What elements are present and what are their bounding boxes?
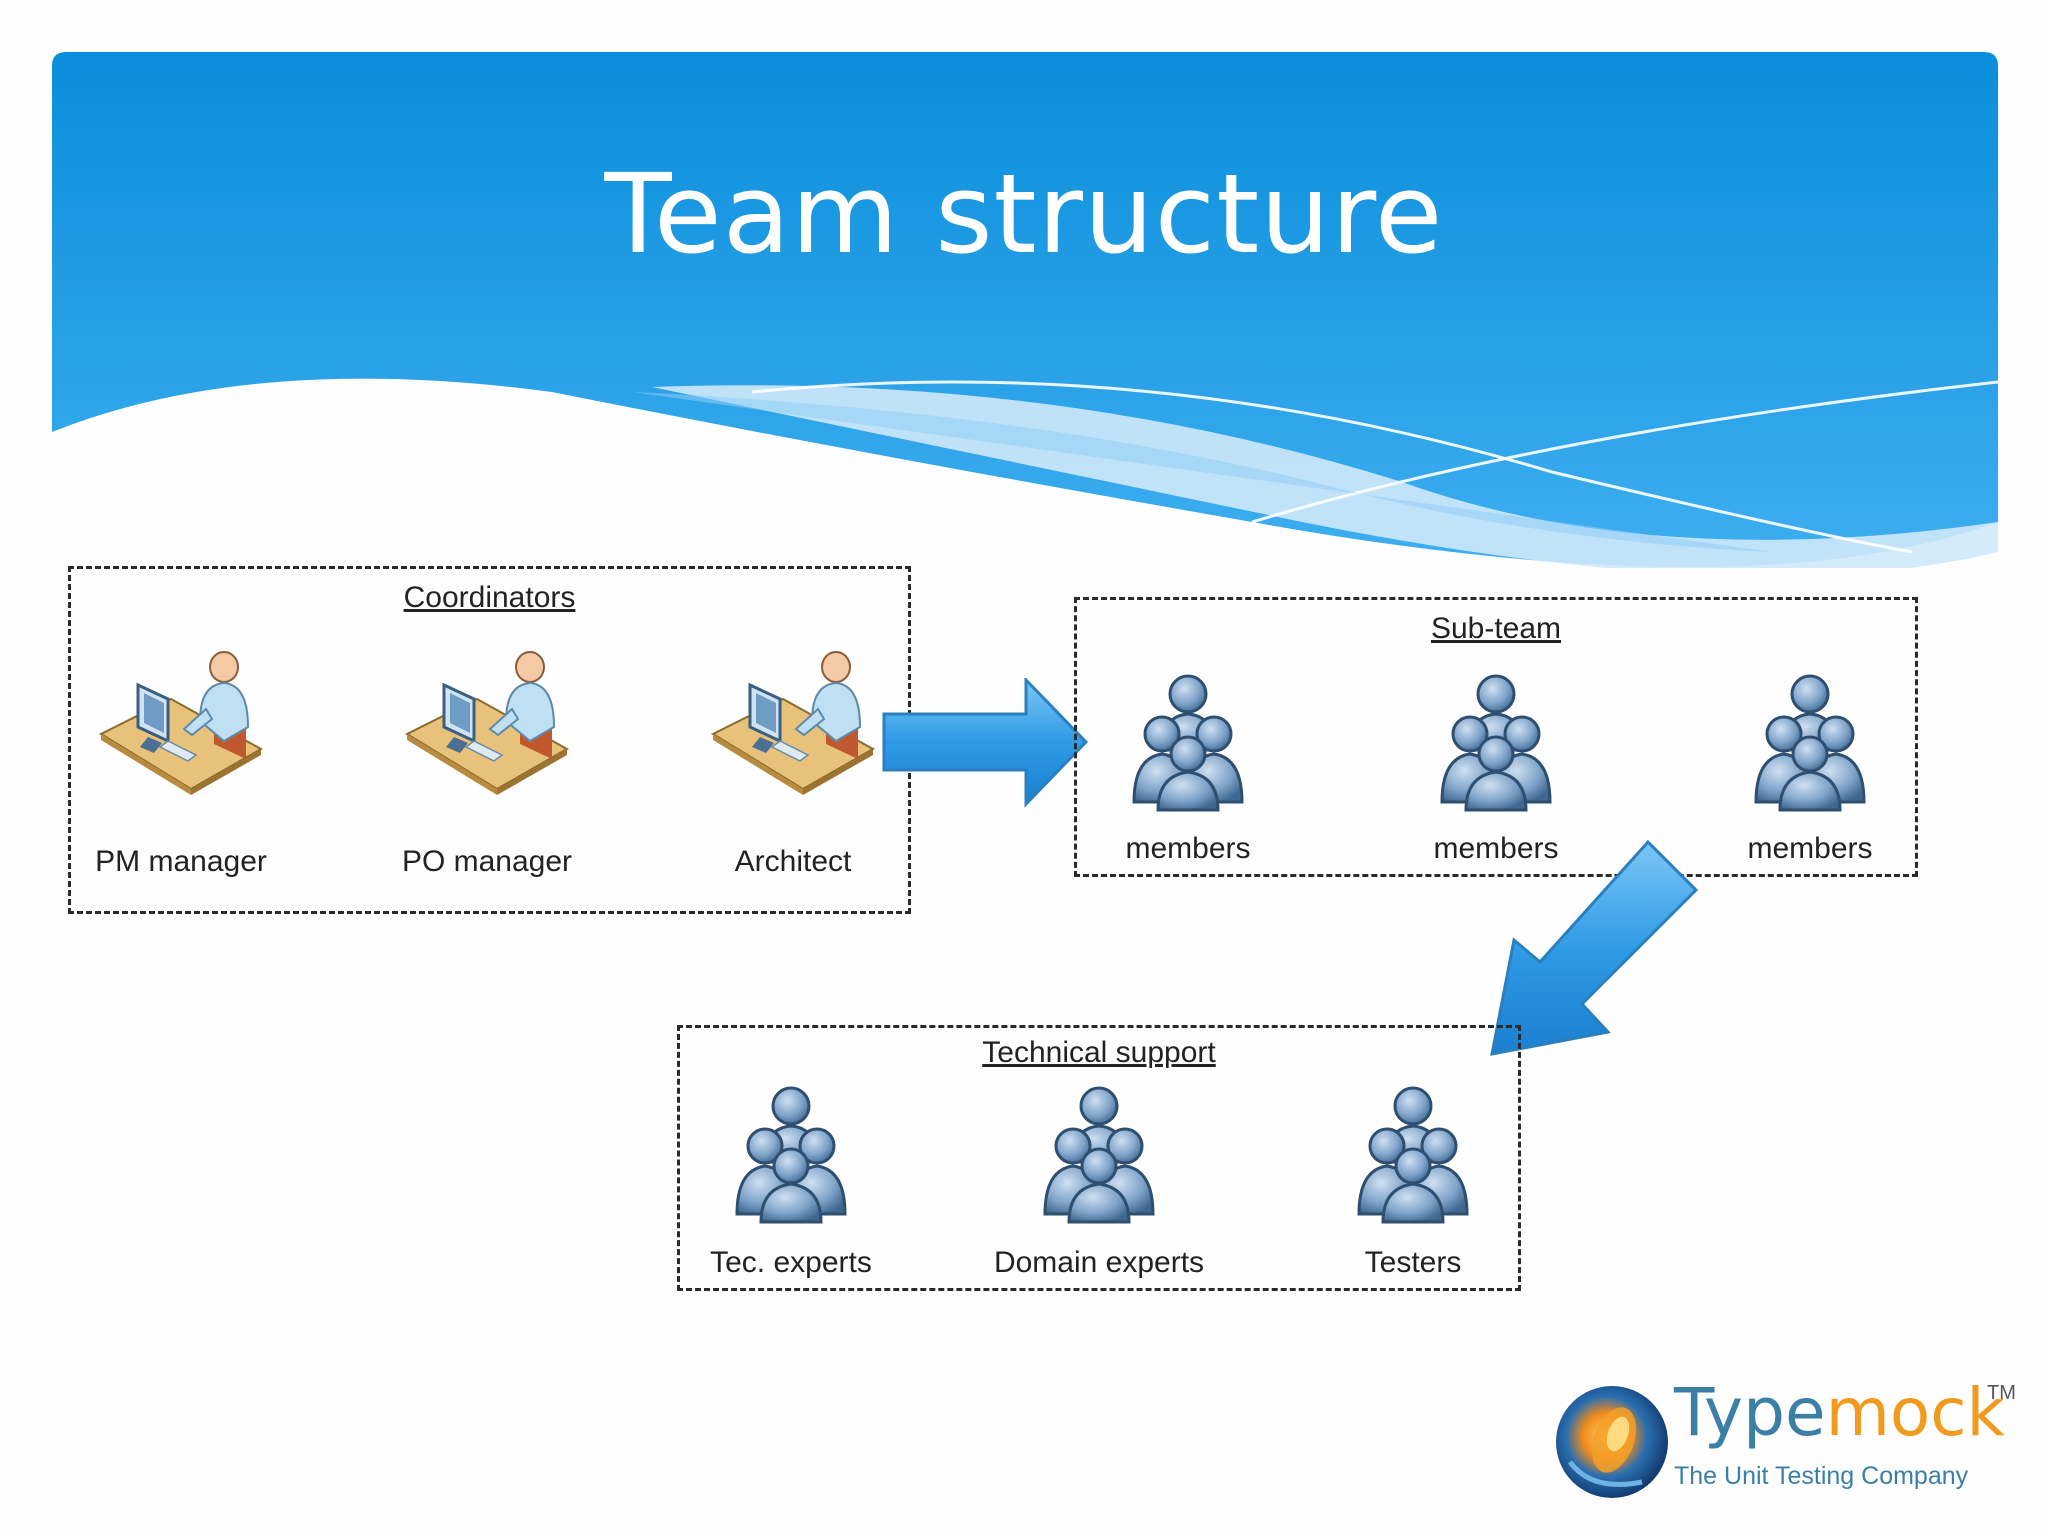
node-label: members — [1747, 832, 1873, 865]
workstation-user-icon — [405, 650, 569, 797]
logo-tagline: The Unit Testing Company — [1674, 1462, 1969, 1490]
typemock-logo: Typemock TM The Unit Testing Company — [1552, 1374, 2022, 1502]
header-banner — [52, 52, 1998, 568]
subteam-title: Sub-team — [1430, 612, 1562, 645]
node-label: Domain experts — [993, 1246, 1205, 1279]
people-group-icon — [1043, 1086, 1155, 1224]
slide-title: Team structure — [604, 150, 1444, 278]
people-group-icon — [1357, 1086, 1469, 1224]
people-group-icon — [1132, 674, 1244, 812]
logo-brand: Typemock — [1674, 1374, 2005, 1451]
node-label: PO manager — [401, 845, 573, 878]
logo-brand-mock: mock — [1825, 1374, 2005, 1451]
typemock-globe-logo-icon — [1556, 1386, 1668, 1498]
arrow-down-left-icon — [1490, 839, 1699, 1056]
node-label: Testers — [1364, 1246, 1462, 1279]
technical-support-group: Technical support Tec. experts Domain ex… — [677, 1025, 1521, 1291]
node-label: Architect — [734, 845, 852, 878]
workstation-user-icon — [711, 650, 875, 797]
workstation-user-icon — [99, 650, 263, 797]
coordinators-group: Coordinators PM manager PO manager Archi… — [68, 566, 911, 914]
node-label: Tec. experts — [710, 1246, 872, 1279]
people-group-icon — [735, 1086, 847, 1224]
subteam-group: Sub-team members members members — [1074, 597, 1918, 877]
logo-brand-type: Type — [1674, 1374, 1826, 1451]
logo-trademark: TM — [1987, 1382, 2016, 1404]
node-label: members — [1433, 832, 1559, 865]
node-label: members — [1125, 832, 1251, 865]
node-label: PM manager — [95, 845, 267, 878]
coordinators-title: Coordinators — [403, 581, 576, 614]
technical-support-title: Technical support — [982, 1036, 1216, 1069]
people-group-icon — [1440, 674, 1552, 812]
arrow-right-icon — [882, 678, 1089, 808]
people-group-icon — [1754, 674, 1866, 812]
